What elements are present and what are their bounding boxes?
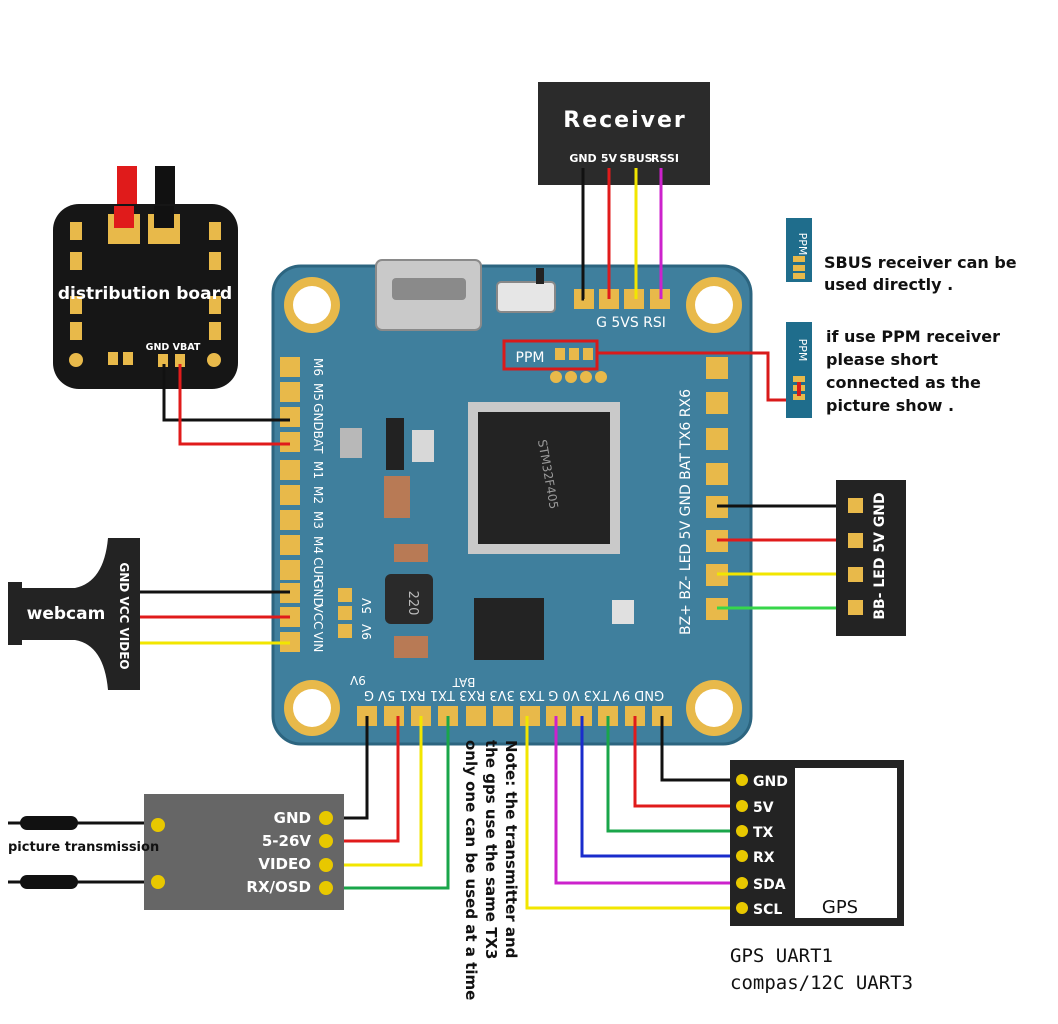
fc-bat-label: BAT <box>452 675 476 689</box>
transmitter-gps-note: Note: the transmitter and the gps use th… <box>462 740 520 1000</box>
gps-pin-tx: TX <box>753 825 774 841</box>
wire-gps-scl <box>525 716 742 910</box>
video-transmitter: picture transmission GND 5-26V VIDEO RX/… <box>8 794 344 910</box>
sbus-note-text: SBUS receiver can be used directly . <box>824 253 1017 294</box>
fc-top-pad-labels: G 5VS RSI <box>596 315 666 331</box>
left-pad-m2: M2 <box>311 486 325 504</box>
receiver-pin-rssi: RSSI <box>651 152 679 165</box>
fc-bottom-pad-labels: GND 9V TX3 V0 G TX3 3V3 RX3 TX1 RX1 5V G <box>364 687 664 702</box>
fc-5v-label: 5V <box>360 597 374 614</box>
gps-pin-rx: RX <box>753 850 775 866</box>
gyro-chip <box>474 598 544 660</box>
receiver-body <box>538 82 710 185</box>
wire-vtx-rxosd <box>330 716 450 890</box>
wire-gps-sda <box>554 716 742 885</box>
sbus-note-line-2: used directly . <box>824 275 953 294</box>
left-pad-vin: VIN <box>311 632 325 653</box>
wire-rx-gnd <box>581 168 585 301</box>
webcam-label: webcam <box>27 604 106 624</box>
wires <box>130 168 852 910</box>
ppm-highlight <box>502 339 599 371</box>
fc-9v-label: 9V <box>360 623 374 640</box>
left-pads <box>280 357 300 652</box>
gps-antenna <box>795 768 897 918</box>
left-pad-bat: BAT <box>311 431 325 455</box>
ppm-note-line-3: connected as the <box>826 373 981 392</box>
receiver-module: Receiver GND 5V SBUS RSSI <box>538 82 710 185</box>
webcam: webcam GND VCC VIDEO <box>8 538 140 690</box>
wire-vtx-video <box>330 716 423 867</box>
wire-dist-vbat <box>178 364 290 446</box>
ppm-note-text: if use PPM receiver please short connect… <box>826 327 1000 415</box>
boot-button <box>496 281 556 313</box>
left-pad-vcc: VCC <box>311 605 325 630</box>
inductor <box>385 574 433 624</box>
fc-ppm-label: PPM <box>516 350 545 366</box>
flight-controller: G 5VS RSI PPM STM32F405 220 5V 9V BAT <box>271 259 753 746</box>
wire-ppm-note <box>597 351 790 402</box>
wire-vtx-power <box>330 716 400 843</box>
left-pad-gnd: GND <box>311 403 325 431</box>
note-line-3: only one can be used at a time <box>462 740 480 1000</box>
left-pad-m1: M1 <box>311 461 325 479</box>
webcam-pins: GND VCC VIDEO <box>117 562 131 669</box>
left-pad-m6: M6 <box>311 358 325 376</box>
wire-gps-rx <box>580 716 742 858</box>
vtx-body <box>144 794 344 910</box>
left-pad-m4: M4 <box>311 536 325 554</box>
left-pad-labels: M6 M5 GND BAT M1 M2 M3 M4 CUR GND VCC VI… <box>311 358 325 652</box>
left-pad-m3: M3 <box>311 511 325 529</box>
gps-pin-scl: SCL <box>753 902 782 918</box>
ppm-note-line-4: picture show . <box>826 396 954 415</box>
gps-pin-sda: SDA <box>753 877 786 893</box>
vtx-pin-video: VIDEO <box>258 855 311 873</box>
note-line-1: Note: the transmitter and <box>502 740 520 958</box>
ppm-note-line-1: if use PPM receiver <box>826 327 1000 346</box>
led-module-pins: BB- LED 5V GND <box>872 492 888 619</box>
ppm-note-line-2: please short <box>826 350 938 369</box>
receiver-title: Receiver <box>563 108 686 133</box>
wire-gps-gnd <box>660 716 742 782</box>
fc-cap-label: 220 <box>405 591 420 616</box>
vtx-label: picture transmission <box>8 840 159 855</box>
gps-module: GPS GND 5V TX RX SDA SCL GPS UART1 compa… <box>730 760 913 994</box>
wire-gps-5v <box>633 716 742 808</box>
distribution-board-pins: GND VBAT <box>146 342 201 353</box>
left-pad-cur: CUR <box>311 557 325 583</box>
led-module: BB- LED 5V GND <box>836 480 906 636</box>
sbus-chip-tag: PPM <box>796 233 809 256</box>
gps-pin-5v: 5V <box>753 800 774 816</box>
left-pad-m5: M5 <box>311 383 325 401</box>
receiver-pin-gnd: GND <box>569 152 596 165</box>
distribution-board: distribution board GND VBAT <box>53 166 238 389</box>
ppm-note-chip: PPM <box>786 322 812 418</box>
gps-caption-line-1: GPS UART1 <box>730 945 833 967</box>
note-line-2: the gps use the same TX3 <box>482 740 500 959</box>
gps-caption-line-2: compas/12C UART3 <box>730 972 913 994</box>
vtx-pin-gnd: GND <box>274 809 311 827</box>
gps-label: GPS <box>822 897 858 918</box>
mcu-chip <box>478 412 610 544</box>
sbus-note-chip: PPM <box>786 218 812 282</box>
sbus-note-line-1: SBUS receiver can be <box>824 253 1017 272</box>
fc-right-pad-labels: BZ+ BZ- LED 5V GND BAT TX6 RX6 <box>678 389 694 635</box>
wire-gps-tx <box>606 716 742 833</box>
distribution-board-body <box>53 204 238 389</box>
left-pad-gnd2: GND <box>311 579 325 607</box>
right-pads <box>706 357 728 620</box>
wire-dist-gnd <box>162 364 290 422</box>
ppm-chip-tag: PPM <box>796 339 809 362</box>
receiver-pin-sbus: SBUS <box>619 152 652 165</box>
fc-bottom-small-label: 9V <box>349 673 366 687</box>
receiver-pin-5v: 5V <box>601 152 618 165</box>
vtx-pin-power: 5-26V <box>262 832 312 850</box>
webcam-body <box>8 538 140 690</box>
distribution-board-label: distribution board <box>58 284 232 304</box>
vtx-pin-rxosd: RX/OSD <box>246 878 311 896</box>
gps-pin-gnd: GND <box>753 774 788 790</box>
